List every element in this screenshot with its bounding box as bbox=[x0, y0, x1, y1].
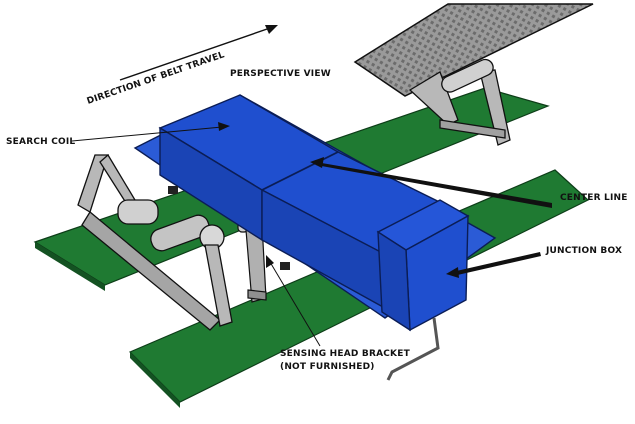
junction-box-label: JUNCTION BOX bbox=[545, 246, 622, 256]
idler-upper-right bbox=[408, 58, 511, 146]
mount-blocks bbox=[168, 186, 290, 270]
center-line-leader bbox=[310, 157, 552, 208]
direction-label: DIRECTION OF BELT TRAVEL bbox=[86, 50, 226, 107]
junction-box bbox=[376, 199, 470, 381]
junction-box-leader bbox=[446, 252, 541, 278]
conveyor-belt bbox=[353, 3, 594, 97]
bracket-label-line2: (NOT FURNISHED) bbox=[280, 362, 375, 372]
search-coil-label: SEARCH COIL bbox=[6, 137, 75, 147]
center-line-label: CENTER LINE bbox=[560, 193, 628, 203]
search-coil-leader bbox=[71, 122, 230, 142]
direction-arrow bbox=[119, 25, 278, 81]
bracket-leader bbox=[266, 255, 321, 347]
view-label: PERSPECTIVE VIEW bbox=[230, 69, 331, 79]
bracket-label-line1: SENSING HEAD BRACKET bbox=[280, 349, 411, 359]
idler-left bbox=[77, 153, 233, 331]
